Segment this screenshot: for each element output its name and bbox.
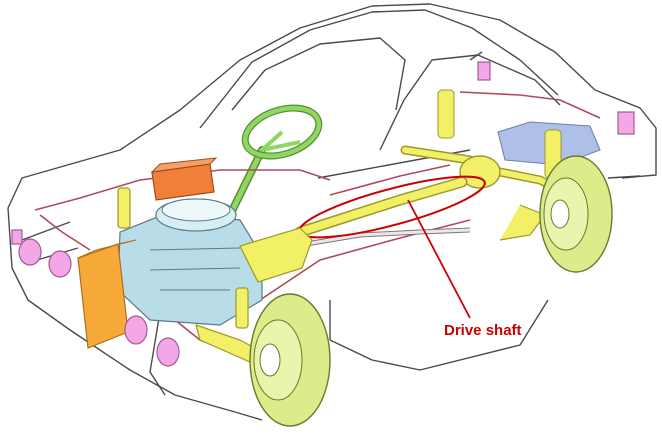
headlights xyxy=(11,61,635,367)
headlight xyxy=(18,238,42,266)
headlight xyxy=(124,315,148,345)
steering-assembly xyxy=(226,104,323,219)
rear-axle-assembly xyxy=(400,89,565,241)
engine-block xyxy=(117,198,263,326)
drive-shaft-label: Drive shaft xyxy=(444,322,522,339)
drive-shaft-callout-line xyxy=(407,199,471,319)
headlight xyxy=(48,250,72,278)
differential xyxy=(459,155,501,189)
drive-shaft xyxy=(294,176,468,238)
transmission xyxy=(239,227,313,283)
headlight xyxy=(156,337,180,367)
front-wheel xyxy=(249,293,331,427)
front-suspension xyxy=(117,187,264,363)
battery xyxy=(150,157,218,201)
rear-wheel xyxy=(539,155,613,273)
